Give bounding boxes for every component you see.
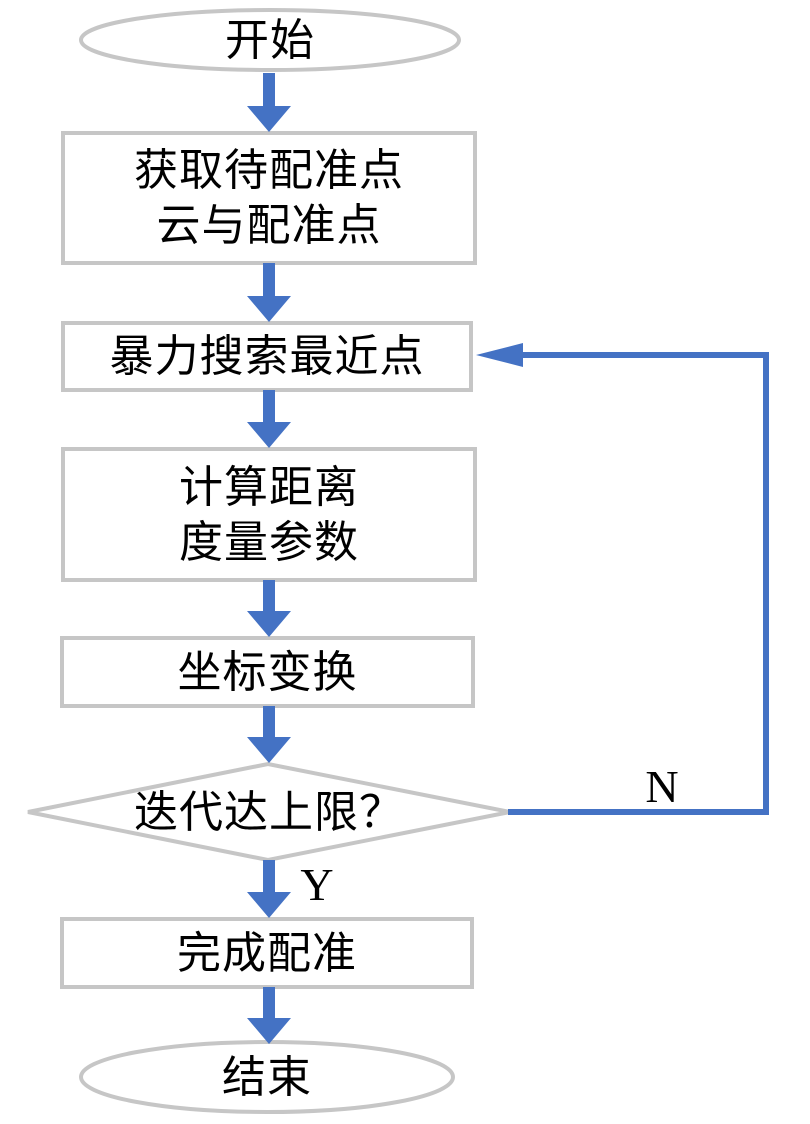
start-terminator-shape <box>79 8 461 72</box>
arrowhead-down-icon <box>247 106 291 132</box>
acquire-label: 获取待配准点 云与配准点 <box>134 146 404 250</box>
compute-label: 计算距离 度量参数 <box>179 462 359 567</box>
yes-branch-label: Y <box>300 859 334 910</box>
edge-finish-end <box>247 987 291 1044</box>
finish-process-shape <box>60 917 474 989</box>
no-branch-label: N <box>645 761 679 812</box>
search-label: 暴力搜索最近点 <box>109 332 425 381</box>
edge-acquire-search <box>247 263 291 322</box>
edge-start-acquire <box>247 73 291 132</box>
edge-transform-decision <box>247 706 291 763</box>
arrowhead-left-icon <box>476 343 523 367</box>
edge-compute-transform <box>247 580 291 637</box>
arrowhead-down-icon <box>247 422 291 448</box>
finish-label: 完成配准 <box>177 928 357 978</box>
edge-decision-search-no-loop <box>476 343 769 815</box>
arrowhead-down-icon <box>247 296 291 322</box>
edge-search-compute <box>247 390 291 448</box>
decision-label: 迭代达上限？ <box>134 787 404 837</box>
acquire-process-shape <box>61 131 477 265</box>
edge-decision-finish-yes <box>247 860 291 918</box>
transform-label: 坐标变换 <box>177 647 358 697</box>
arrowhead-down-icon <box>247 1018 291 1044</box>
arrowhead-down-icon <box>247 611 291 637</box>
end-label: 结束 <box>222 1052 312 1102</box>
arrowhead-down-icon <box>247 737 291 763</box>
start-label: 开始 <box>225 16 315 65</box>
arrowhead-down-icon <box>247 892 291 918</box>
search-process-shape <box>61 321 473 392</box>
end-terminator-shape <box>79 1040 455 1114</box>
compute-process-shape <box>61 447 477 582</box>
